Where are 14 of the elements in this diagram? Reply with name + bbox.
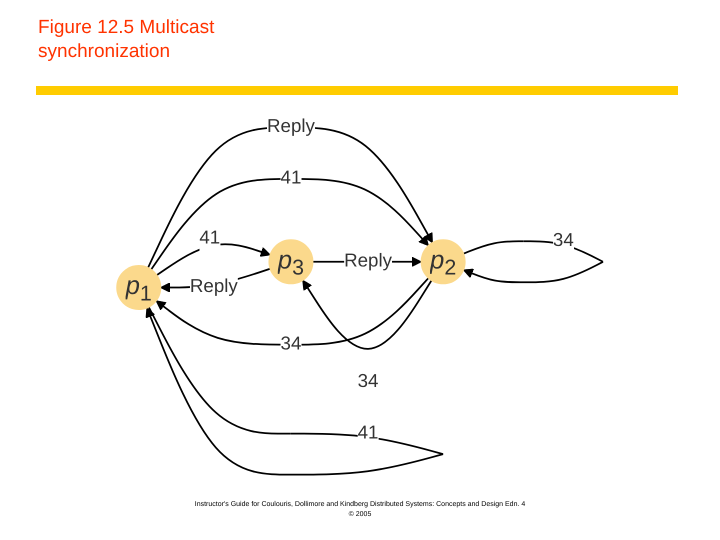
arrow <box>302 280 432 350</box>
edge-label: 34 <box>552 230 574 251</box>
figure-title: Figure 12.5 Multicast synchronization <box>38 16 216 64</box>
edge-label: 41 <box>358 423 378 443</box>
edge-label: 34 <box>358 372 378 392</box>
edge-label: 41 <box>199 228 220 248</box>
edge-label: 41 <box>280 168 302 188</box>
edge-label: 34 <box>280 334 302 354</box>
arrow <box>150 178 429 270</box>
edge-label: Reply <box>267 116 315 137</box>
edge-label: Reply <box>344 251 392 272</box>
arrow <box>156 277 430 346</box>
edge-label: Reply <box>190 277 238 297</box>
arrow <box>146 306 444 476</box>
